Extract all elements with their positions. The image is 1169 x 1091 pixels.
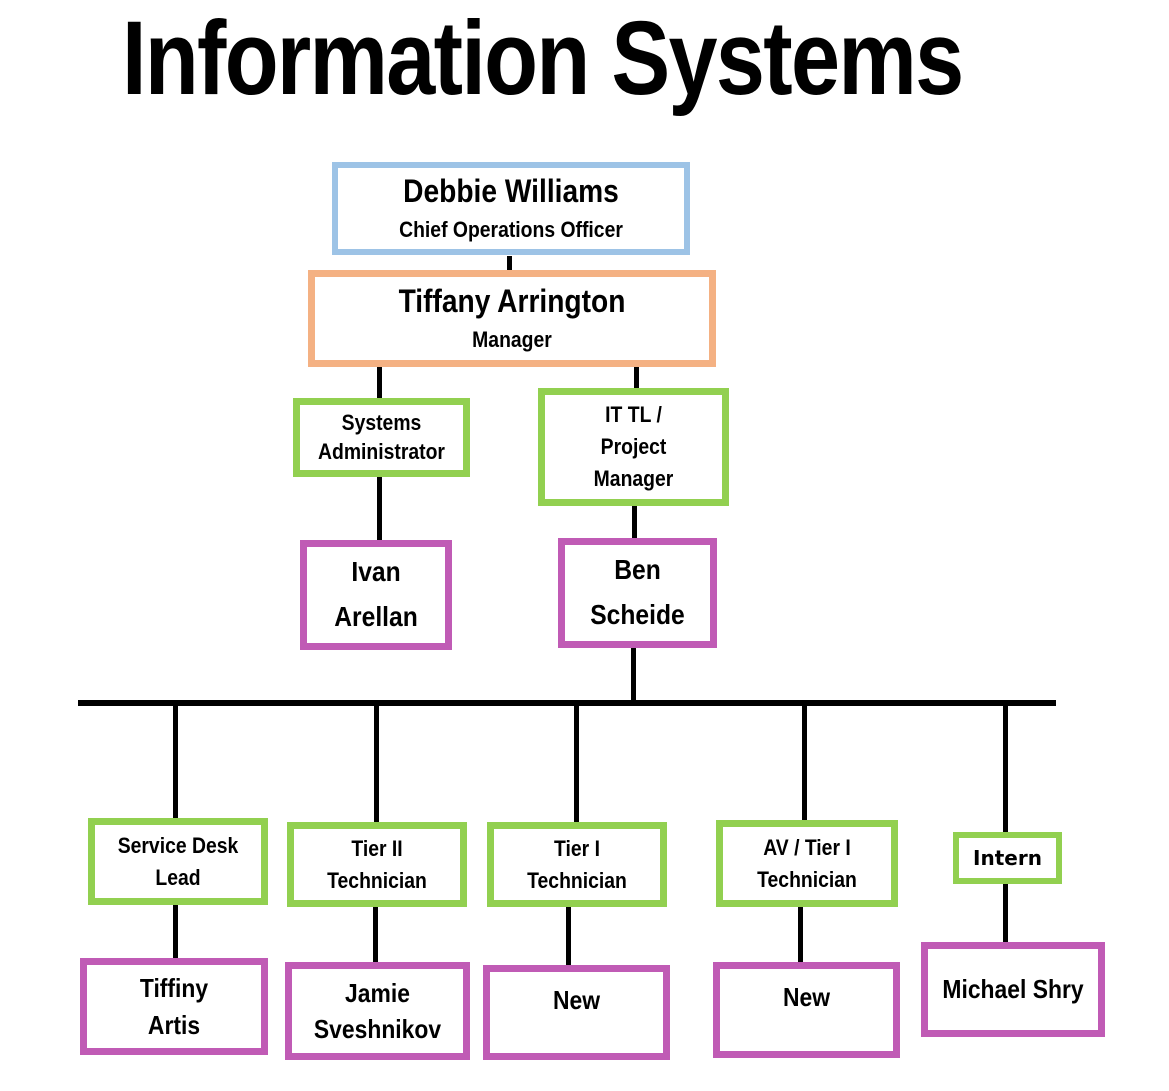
ivan-line1: Ivan bbox=[351, 556, 401, 588]
ivan-line2: Arellan bbox=[334, 601, 418, 632]
org-node-michael-shry: Michael Shry bbox=[921, 942, 1105, 1037]
org-node-tiffiny-artis: Tiffiny Artis bbox=[80, 958, 268, 1055]
connector-trunk-servicedesk bbox=[173, 704, 178, 820]
org-node-service-desk-lead: Service Desk Lead bbox=[88, 818, 268, 905]
tiffiny-line2: Artis bbox=[147, 1009, 201, 1040]
av-tier1-tech-line2: Technician bbox=[757, 866, 857, 892]
org-node-jamie-sveshnikov: Jamie Sveshnikov bbox=[285, 962, 470, 1060]
coo-title: Chief Operations Officer bbox=[399, 217, 623, 243]
org-node-ivan-arellan: Ivan Arellan bbox=[300, 540, 452, 650]
connector-tier2-jamie bbox=[373, 905, 378, 962]
tier1-tech-line1: Tier I bbox=[554, 835, 600, 861]
service-desk-lead-line1: Service Desk bbox=[117, 832, 239, 858]
intern-label: Intern bbox=[973, 846, 1042, 870]
jamie-line1: Jamie bbox=[345, 977, 410, 1008]
tiffiny-line1: Tiffiny bbox=[139, 973, 209, 1004]
org-node-av-tier1-tech: AV / Tier I Technician bbox=[716, 820, 898, 907]
new-tier1-label: New bbox=[552, 985, 601, 1015]
tier2-tech-line2: Technician bbox=[327, 867, 427, 893]
connector-intern-michael bbox=[1003, 882, 1008, 942]
connector-trunk-intern bbox=[1003, 704, 1008, 832]
connector-ben-trunk bbox=[631, 648, 636, 702]
tier1-tech-line2: Technician bbox=[527, 867, 627, 893]
connector-trunk-avtier1 bbox=[802, 704, 807, 820]
connector-coo-manager bbox=[507, 256, 512, 270]
connector-ittl-ben bbox=[632, 506, 637, 538]
org-node-tier2-tech: Tier II Technician bbox=[287, 822, 467, 907]
org-node-tier1-tech: Tier I Technician bbox=[487, 822, 667, 907]
it-tl-line2: Project bbox=[600, 434, 667, 460]
connector-trunk-tier1 bbox=[574, 704, 579, 822]
tier2-tech-line1: Tier II bbox=[351, 835, 403, 861]
ben-line2: Scheide bbox=[590, 599, 685, 630]
org-node-new-tier1: New bbox=[483, 965, 670, 1060]
connector-sysadmin-ivan bbox=[377, 477, 382, 540]
connector-tier1-new bbox=[566, 905, 571, 965]
org-node-intern: Intern bbox=[953, 832, 1062, 884]
manager-title: Manager bbox=[472, 327, 552, 353]
it-tl-line1: IT TL / bbox=[605, 402, 662, 428]
coo-name: Debbie Williams bbox=[403, 173, 619, 210]
jamie-line2: Sveshnikov bbox=[313, 1014, 442, 1044]
org-node-new-av: New bbox=[713, 962, 900, 1058]
new-av-label: New bbox=[782, 982, 831, 1012]
org-node-manager: Tiffany Arrington Manager bbox=[308, 270, 716, 367]
connector-manager-ittl bbox=[634, 367, 639, 388]
systems-admin-line1: Systems bbox=[341, 409, 422, 435]
ben-line1: Ben bbox=[614, 554, 661, 586]
michael-label: Michael Shry bbox=[942, 974, 1084, 1005]
it-tl-line3: Manager bbox=[593, 465, 674, 491]
org-node-it-tl: IT TL / Project Manager bbox=[538, 388, 729, 506]
org-node-coo: Debbie Williams Chief Operations Officer bbox=[332, 162, 690, 255]
systems-admin-line2: Administrator bbox=[318, 438, 445, 464]
service-desk-lead-line2: Lead bbox=[155, 864, 201, 890]
page-title: Information Systems bbox=[122, 0, 964, 117]
connector-manager-sysadmin bbox=[377, 367, 382, 398]
connector-avtier1-new bbox=[798, 905, 803, 962]
connector-trunk bbox=[78, 700, 1056, 706]
connector-servicedesk-tiffiny bbox=[173, 903, 178, 958]
org-node-systems-admin: Systems Administrator bbox=[293, 398, 470, 477]
connector-trunk-tier2 bbox=[374, 704, 379, 822]
av-tier1-tech-line1: AV / Tier I bbox=[763, 834, 851, 860]
manager-name: Tiffany Arrington bbox=[398, 283, 626, 320]
org-node-ben-scheide: Ben Scheide bbox=[558, 538, 717, 648]
